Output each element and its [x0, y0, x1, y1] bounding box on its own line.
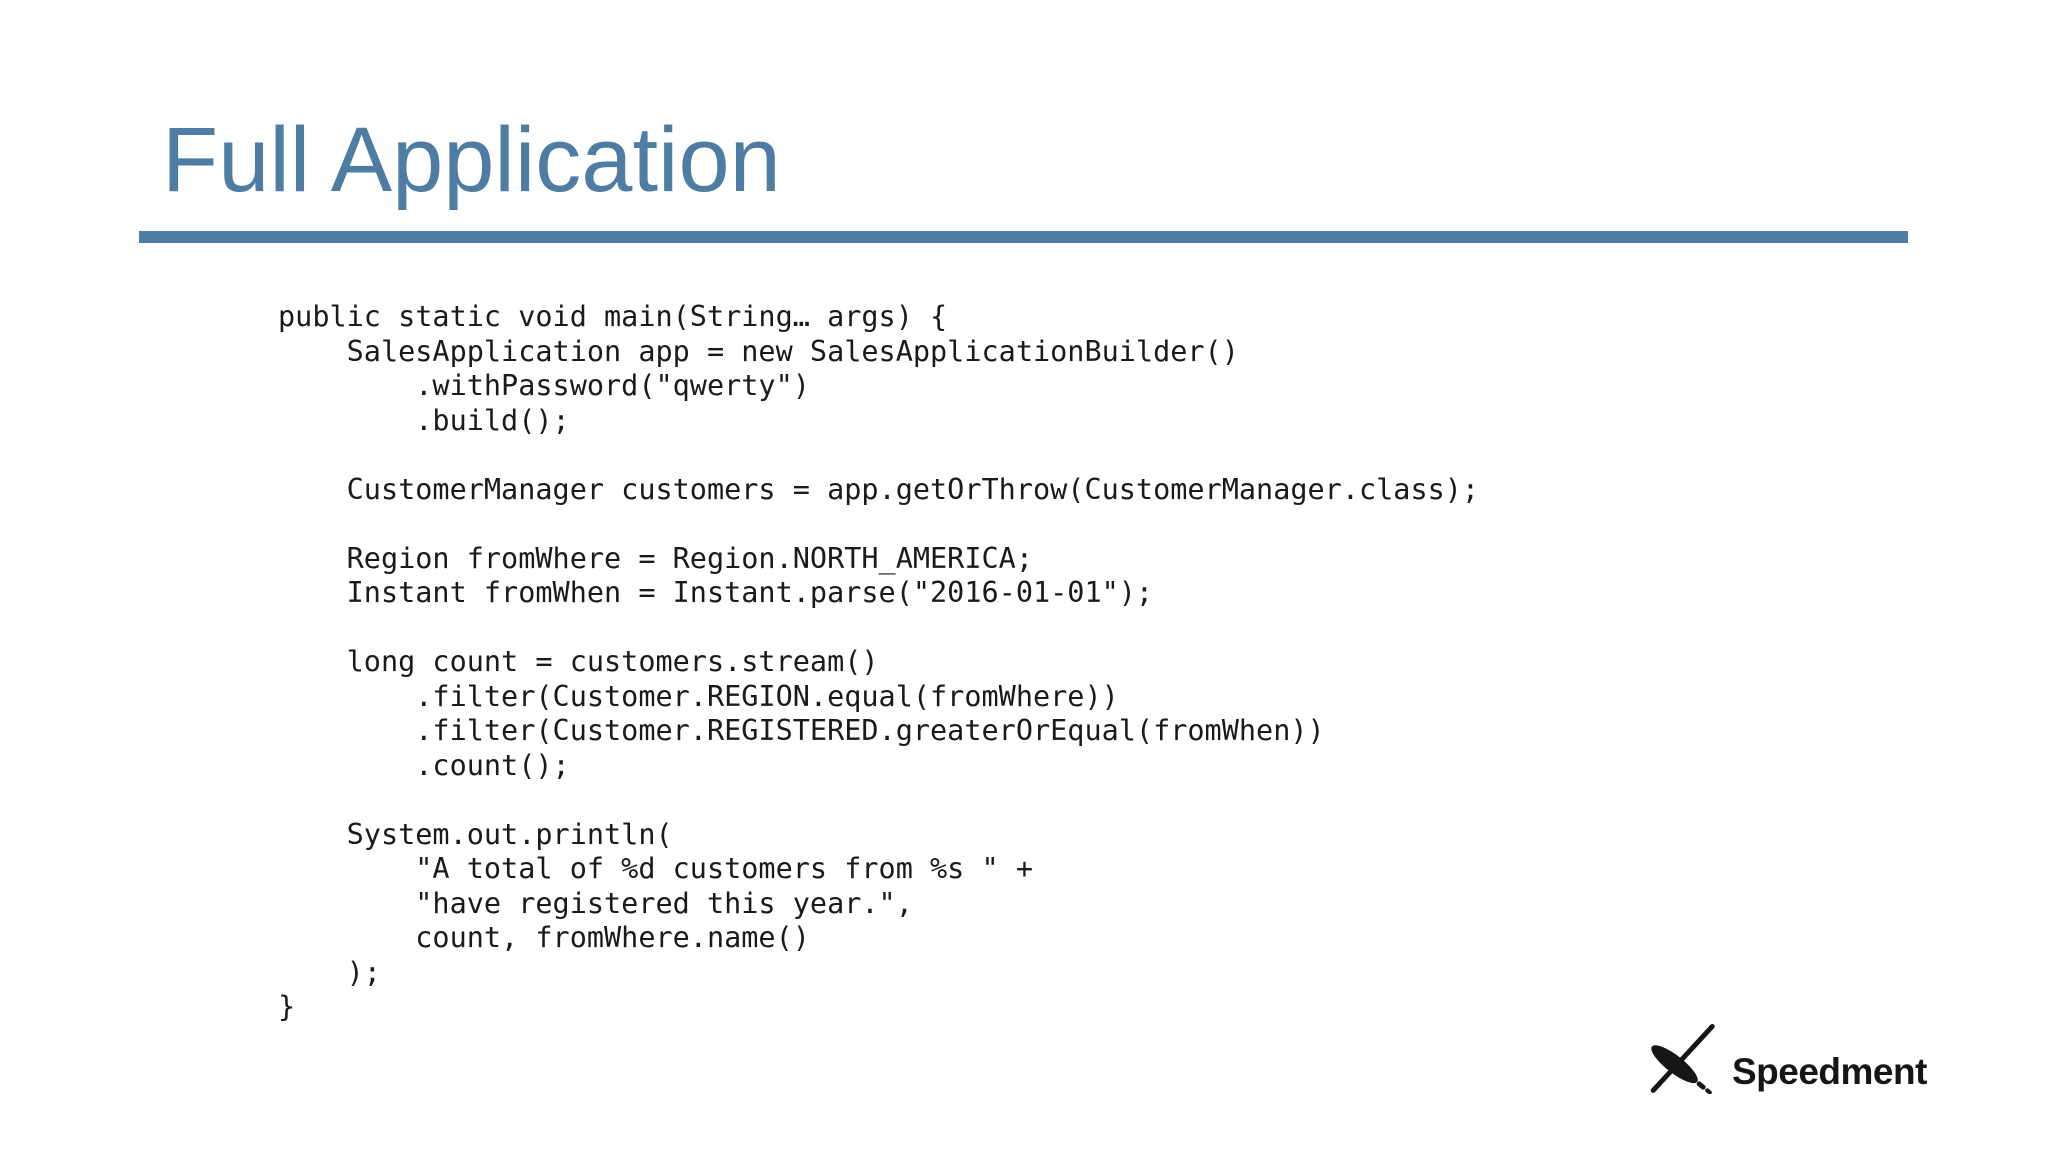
speedment-logo-text: Speedment [1732, 1051, 1927, 1092]
page-title: Full Application [162, 109, 781, 211]
speedment-logo: Speedment [1645, 1018, 1927, 1094]
speedment-x-mark-icon [1650, 1024, 1715, 1094]
java-code-block: public static void main(String… args) { … [278, 300, 1480, 1023]
title-underline-rule [139, 231, 1908, 243]
